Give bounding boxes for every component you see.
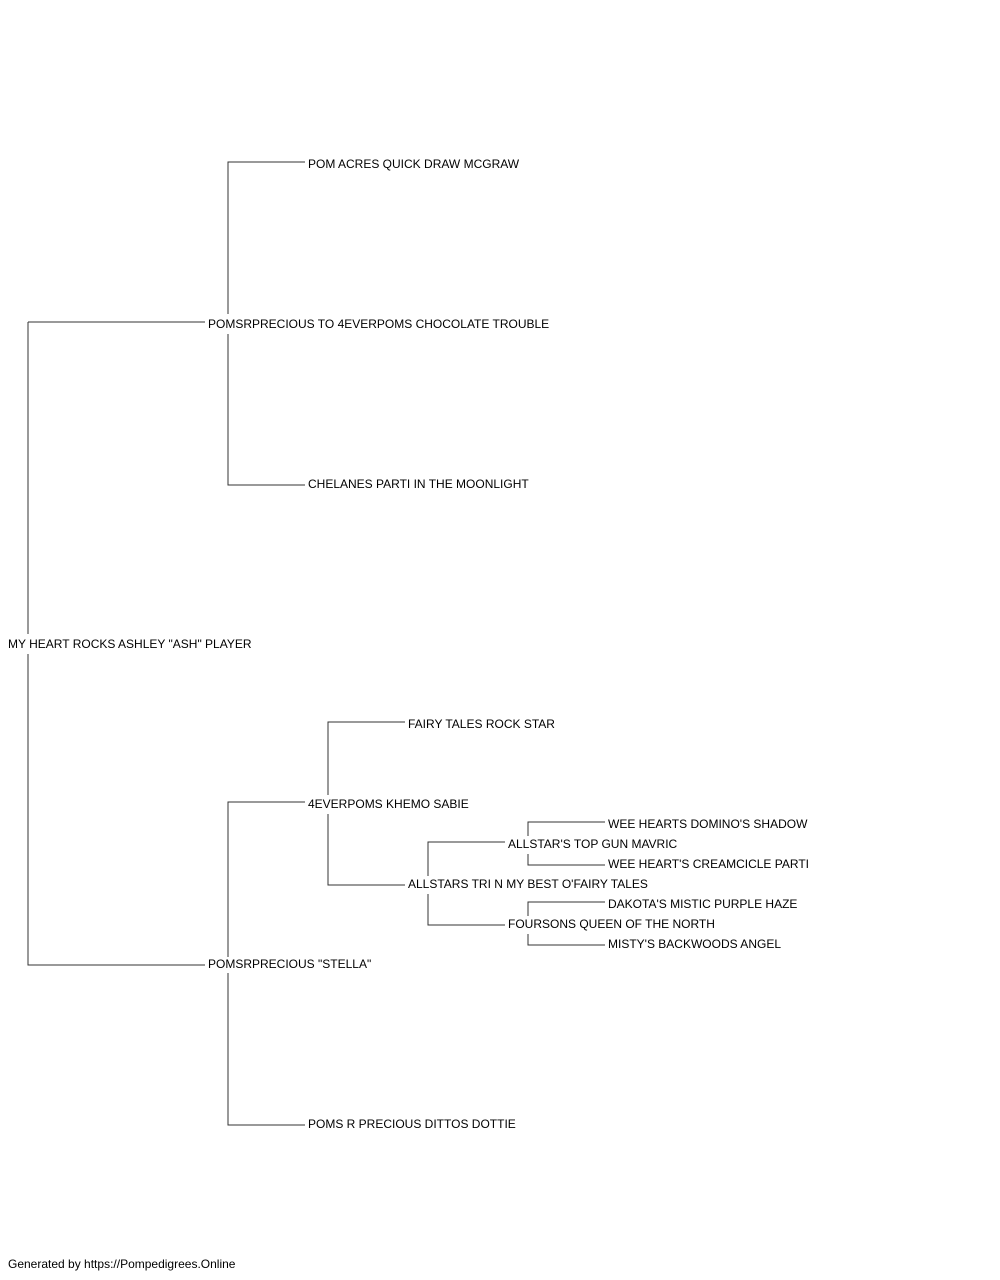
node-dam-sire-dam-sire-sire: WEE HEARTS DOMINO'S SHADOW (607, 817, 809, 831)
connector-damsire-sire (327, 721, 405, 795)
node-dam-sire-dam-dam: FOURSONS QUEEN OF THE NORTH (507, 917, 716, 931)
connector-topgun-sire (527, 821, 605, 836)
node-dam-sire-dam-dam-dam: MISTY'S BACKWOODS ANGEL (607, 937, 782, 951)
connector-damsire-dam (327, 814, 405, 886)
connector-sire-dam (227, 334, 305, 486)
connector-topgun-dam (527, 854, 605, 866)
node-dam-sire-dam-sire: ALLSTAR'S TOP GUN MAVRIC (507, 837, 679, 851)
connector-dam-dam (227, 973, 305, 1126)
connector-subject-sire (27, 321, 205, 634)
node-dam-sire-sire: FAIRY TALES ROCK STAR (407, 717, 556, 731)
node-dam: POMSRPRECIOUS "STELLA" (207, 957, 373, 971)
node-dam-sire: 4EVERPOMS KHEMO SABIE (307, 797, 470, 811)
connector-dam-sire (227, 801, 305, 957)
generated-by-footer: Generated by https://Pompedigrees.Online (8, 1257, 236, 1271)
node-dam-sire-dam: ALLSTARS TRI N MY BEST O'FAIRY TALES (407, 877, 649, 891)
connector-foursons-sire (527, 901, 605, 916)
node-sire: POMSRPRECIOUS TO 4EVERPOMS CHOCOLATE TRO… (207, 317, 551, 331)
node-dam-sire-dam-dam-sire: DAKOTA'S MISTIC PURPLE HAZE (607, 897, 799, 911)
node-sire-sire: POM ACRES QUICK DRAW MCGRAW (307, 157, 521, 171)
connector-tri-sire (427, 841, 505, 876)
connector-sire-sire (227, 161, 305, 314)
connector-subject-dam (27, 654, 205, 966)
node-dam-sire-dam-sire-dam: WEE HEART'S CREAMCICLE PARTI (607, 857, 810, 871)
connector-foursons-dam (527, 934, 605, 946)
node-subject: MY HEART ROCKS ASHLEY "ASH" PLAYER (7, 637, 253, 651)
connector-tri-dam (427, 894, 505, 926)
node-dam-dam: POMS R PRECIOUS DITTOS DOTTIE (307, 1117, 517, 1131)
node-sire-dam: CHELANES PARTI IN THE MOONLIGHT (307, 477, 530, 491)
